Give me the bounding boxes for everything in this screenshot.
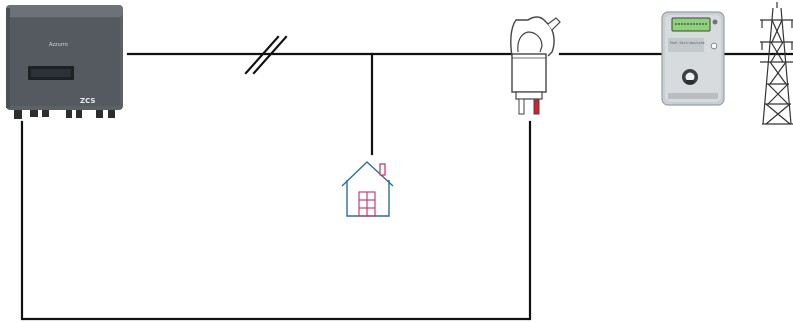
transmission-tower-icon — [760, 2, 793, 125]
electricity-meter-icon: Enel Distribuzione — [661, 11, 725, 106]
inverter-connectors — [14, 110, 115, 119]
wiring — [20, 35, 793, 321]
inverter-brand-label: Azzurro — [49, 42, 68, 48]
house-window — [358, 191, 376, 217]
current-clamp-icon — [510, 16, 561, 115]
meter-label: Enel Distribuzione — [670, 41, 705, 45]
inverter-model-label: ZCS — [80, 97, 95, 105]
solar-inverter: Azzurro ZCS — [6, 5, 123, 119]
multi-conductor-marker — [244, 35, 288, 75]
clamp-lead-white — [518, 98, 525, 115]
house-icon — [341, 161, 394, 217]
clamp-lead-red — [533, 98, 540, 115]
ct-return-line — [20, 120, 532, 321]
